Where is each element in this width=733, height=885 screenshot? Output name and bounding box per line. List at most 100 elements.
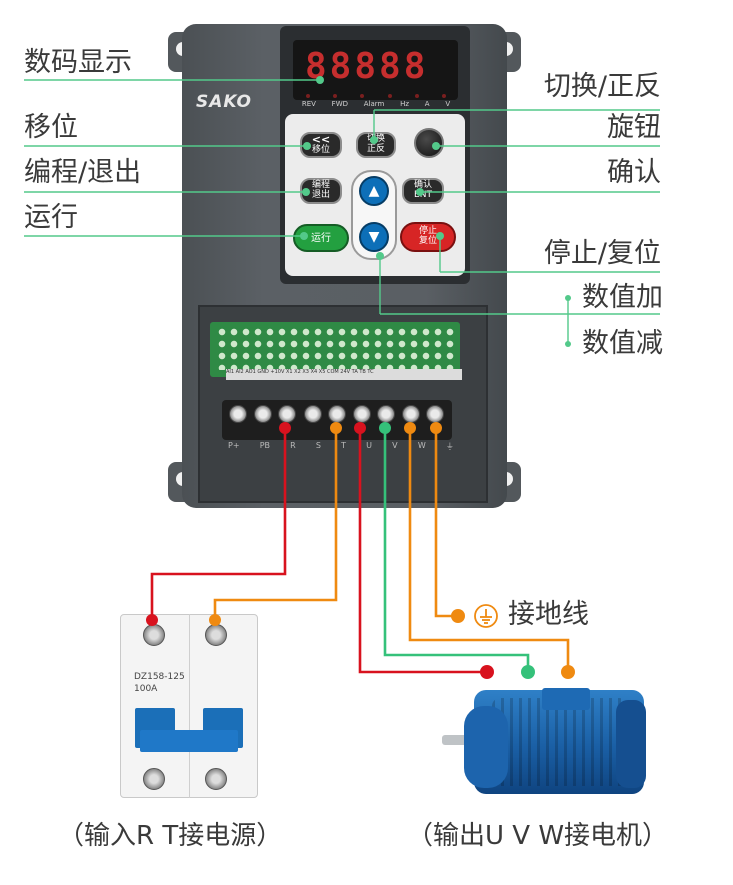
callout-digital-display: 数码显示 [24, 47, 132, 78]
switch-key-line2: 正反 [366, 144, 385, 154]
ground-icon [474, 604, 498, 628]
callout-dot [436, 232, 444, 240]
wire-dot-ground-top [430, 422, 442, 434]
terminal-screw [229, 405, 247, 423]
breaker-screw [205, 768, 227, 790]
indicator-v: V [445, 100, 451, 108]
wire-r [150, 428, 287, 620]
callout-switch-fwd-rev: 切换/正反 [543, 71, 661, 102]
wire-u [358, 428, 487, 674]
terminal-label: W [417, 441, 426, 450]
shift-key-label: 移位 [311, 145, 330, 156]
wire-dot-u-motor [480, 665, 494, 679]
breaker-handle[interactable] [140, 730, 238, 752]
callout-confirm: 确认 [607, 157, 661, 188]
callout-ground-wire: 接地线 [508, 599, 589, 630]
indicator-alarm: Alarm [363, 100, 385, 108]
stop-key-line1: 停止 [418, 226, 437, 237]
wire-dot-t-breaker [209, 614, 221, 626]
motor-cooling-fins [492, 698, 627, 786]
callout-dot [376, 252, 384, 260]
terminal-label: U [366, 441, 373, 450]
wire-dot-v-motor [521, 665, 535, 679]
motor-front-cover [464, 706, 508, 788]
callout-knob: 旋钮 [607, 112, 661, 143]
shift-key-symbol: << [311, 133, 331, 146]
wire-dot-ground-end [451, 609, 465, 623]
ent-key-line2: ENT [414, 190, 432, 200]
callout-stop-reset: 停止/复位 [543, 238, 661, 269]
terminal-screw [254, 405, 272, 423]
wire-dot-v-top [379, 422, 391, 434]
wire-w [408, 428, 570, 672]
terminal-label: PB [259, 441, 270, 450]
callout-dot [370, 136, 378, 144]
display-digits: 88888 [305, 46, 429, 87]
breaker-model: DZ158-125 [134, 672, 185, 682]
terminal-label: R [290, 441, 296, 450]
callout-run: 运行 [24, 202, 78, 233]
terminal-label: ⏚ [445, 442, 454, 451]
wire-dot-r-breaker [146, 614, 158, 626]
down-arrow-key[interactable]: ▼ [359, 222, 389, 252]
terminal-label: S [315, 441, 321, 450]
digital-display [293, 40, 458, 100]
power-terminal-labels: P+ PB R S T U V W ⏚ [228, 441, 454, 459]
callout-dot [300, 232, 308, 240]
callout-value-up: 数值加 [582, 282, 663, 313]
callout-dot [565, 341, 571, 347]
callout-dot [432, 142, 440, 150]
caption-output-motor: （输出U V W接电机） [407, 821, 669, 851]
caption-input-power: （输入R T接电源） [58, 821, 283, 851]
wire-dot-u-top [354, 422, 366, 434]
indicator-leds [294, 94, 458, 98]
switch-key[interactable]: 切换 正反 [356, 132, 396, 158]
wire-v [383, 428, 530, 672]
indicator-hz: Hz [400, 100, 410, 108]
callout-shift: 移位 [24, 112, 78, 143]
up-arrow-key[interactable]: ▲ [359, 176, 389, 206]
stop-reset-key[interactable]: 停止 复位 [400, 222, 456, 252]
motor-terminal-box [542, 688, 590, 710]
wire-dot-r-top [279, 422, 291, 434]
enter-key[interactable]: 确认 ENT [402, 178, 444, 204]
wire-dot-w-top [404, 422, 416, 434]
wire-dot-w-motor [561, 665, 575, 679]
callout-dot [303, 142, 311, 150]
terminal-label: V [392, 441, 398, 450]
prog-key-line1: 编程 [311, 180, 330, 191]
brand-logo: SAKO [196, 92, 252, 112]
motor-fan-cover [616, 700, 646, 788]
wire-t [213, 428, 338, 620]
rotary-knob[interactable] [414, 128, 444, 158]
callout-dot [302, 188, 310, 196]
wire-ground [434, 428, 458, 618]
ent-key-line1: 确认 [413, 180, 432, 191]
indicator-fwd: FWD [331, 100, 349, 108]
prog-key-line2: 退出 [311, 190, 330, 200]
motor-shaft [442, 735, 472, 745]
breaker-label: DZ158-125 100A [134, 672, 185, 695]
terminal-label: P+ [228, 441, 240, 450]
wire-dot-t-top [330, 422, 342, 434]
callout-dot [565, 295, 571, 301]
run-key-label: 运行 [311, 232, 331, 244]
indicator-rev: REV [301, 100, 316, 108]
breaker-pole-divider [189, 614, 190, 798]
terminal-label: T [341, 441, 346, 450]
callout-dot [416, 188, 424, 196]
stop-key-line2: 复位 [418, 236, 437, 246]
callout-value-down: 数值减 [582, 328, 663, 359]
callout-program-exit: 编程/退出 [24, 157, 142, 188]
indicator-labels: REV FWD Alarm Hz A V [294, 100, 458, 108]
callout-dot [316, 76, 324, 84]
down-arrow-icon: ▼ [368, 229, 380, 245]
control-terminal-strip: AI1 AI2 AO1 GND +10V X1 X2 X3 X4 X5 COM … [226, 369, 462, 380]
breaker-screw [143, 768, 165, 790]
terminal-screw [304, 405, 322, 423]
indicator-a: A [424, 100, 430, 108]
up-arrow-icon: ▲ [368, 183, 380, 199]
breaker-rating: 100A [134, 683, 158, 694]
control-terminal-pins [216, 326, 454, 370]
